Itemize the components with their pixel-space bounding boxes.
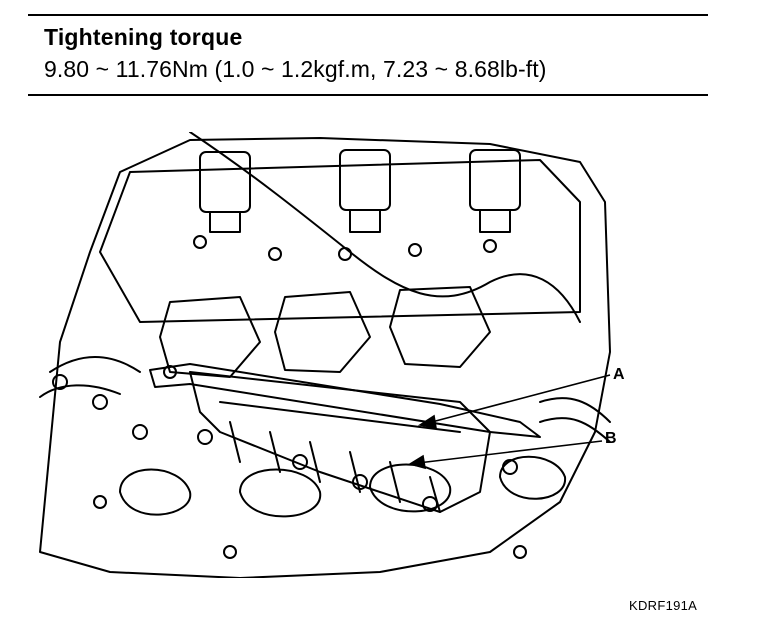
coil-pack-3 [469,149,521,211]
intake-port-3 [389,286,491,368]
intake-port-2 [274,291,371,373]
head-outline [39,137,611,578]
cam-cover [99,159,581,323]
coil-pack-1 [199,151,251,213]
wire-harness [189,132,581,323]
leader-arrowhead-a [417,414,437,429]
gasket-a [149,363,541,438]
coil-pack-2 [339,149,391,211]
torque-title: Tightening torque [44,24,243,50]
leader-arrowhead-b [407,454,426,470]
callout-b: B [605,430,617,447]
figure-code: KDRF191A [629,598,698,613]
engine-illustration [39,132,611,578]
leader-line-b [417,440,603,464]
intake-port-1 [159,296,261,378]
top-rule [28,14,708,16]
callout-a: A [613,366,625,383]
leader-line-a [427,374,611,424]
bottom-rule [28,94,708,96]
torque-spec: 9.80 ~ 11.76Nm (1.0 ~ 1.2kgf.m, 7.23 ~ 8… [44,56,547,82]
